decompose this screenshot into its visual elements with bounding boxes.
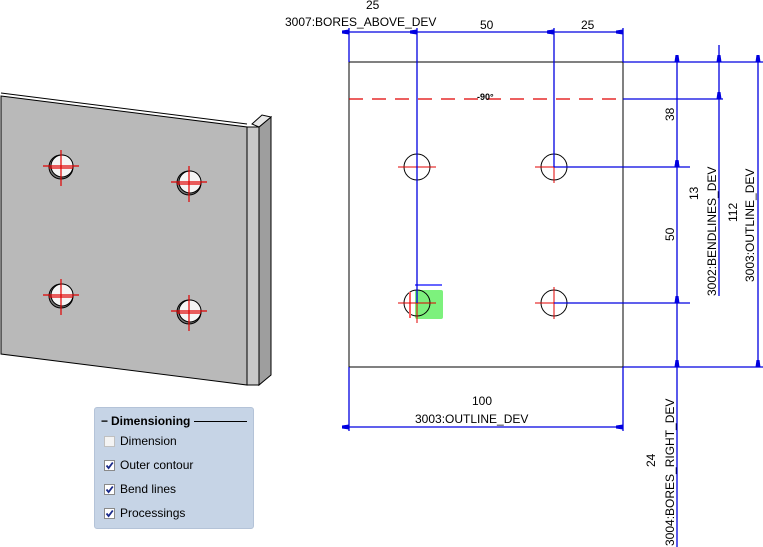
- bend-face: [246, 126, 260, 386]
- checkbox-dimension[interactable]: [104, 435, 115, 447]
- dim-outline-height-value[interactable]: 112: [726, 203, 740, 222]
- option-dimension[interactable]: Dimension: [104, 432, 177, 450]
- collapse-toggle[interactable]: −: [101, 414, 109, 428]
- panel-title: Dimensioning: [111, 414, 191, 428]
- checkmark-icon: [105, 461, 114, 469]
- dim-outline-height-label[interactable]: 3003:OUTLINE_DEV: [743, 169, 757, 282]
- plate-top-edge: [0, 92, 248, 125]
- dim-bore-spacing-vertical[interactable]: 50: [663, 227, 677, 241]
- header-divider: [194, 420, 247, 422]
- option-label: Processings: [120, 506, 186, 520]
- flange-top: [251, 114, 273, 128]
- hole-3d: [171, 166, 207, 202]
- panel-header: − Dimensioning: [101, 413, 247, 429]
- dim-bores-above-label[interactable]: 3007:BORES_ABOVE_DEV: [285, 15, 436, 29]
- flat-development-view[interactable]: -90°: [285, 0, 763, 547]
- dim-bendlines-label[interactable]: 3002:BENDLINES_DEV: [705, 167, 719, 296]
- dim-bendlines-value[interactable]: 13: [687, 186, 701, 200]
- plate-front-face: [0, 95, 248, 386]
- outer-contour: [348, 61, 624, 368]
- hole-3d: [43, 279, 79, 315]
- checkmark-icon: [105, 509, 114, 517]
- dim-bores-above-value[interactable]: 25: [366, 0, 380, 12]
- dim-bore-spacing-horizontal[interactable]: 50: [480, 18, 494, 32]
- checkmark-icon: [105, 485, 114, 493]
- checkbox-bend-lines[interactable]: [104, 483, 115, 495]
- dim-outline-width-value[interactable]: 100: [472, 394, 492, 408]
- dim-bores-right-value[interactable]: 24: [644, 453, 658, 467]
- 3d-sheet-metal-part[interactable]: [0, 92, 273, 387]
- dimensioning-panel: − Dimensioning Dimension Outer contour B…: [94, 407, 254, 529]
- hole-3d: [171, 295, 207, 331]
- dim-right-offset[interactable]: 25: [581, 18, 595, 32]
- selection-highlight: [415, 290, 443, 319]
- checkbox-outer-contour[interactable]: [104, 459, 115, 471]
- dimension-lines: [342, 28, 763, 547]
- flange-face: [258, 115, 272, 387]
- dim-bores-right-label[interactable]: 3004:BORES_RIGHT_DEV: [663, 399, 677, 546]
- option-bend-lines[interactable]: Bend lines: [104, 480, 176, 498]
- bend-angle-label: -90°: [477, 92, 494, 102]
- option-outer-contour[interactable]: Outer contour: [104, 456, 193, 474]
- hole-3d: [43, 150, 79, 186]
- option-processings[interactable]: Processings: [104, 504, 185, 522]
- option-label: Outer contour: [120, 458, 194, 472]
- checkbox-processings[interactable]: [104, 507, 115, 519]
- option-label: Bend lines: [120, 482, 177, 496]
- dim-bend-to-bore[interactable]: 38: [663, 107, 677, 121]
- dim-outline-width-label[interactable]: 3003:OUTLINE_DEV: [415, 412, 528, 426]
- hole-2d-selected[interactable]: [398, 283, 443, 323]
- option-label: Dimension: [120, 434, 177, 448]
